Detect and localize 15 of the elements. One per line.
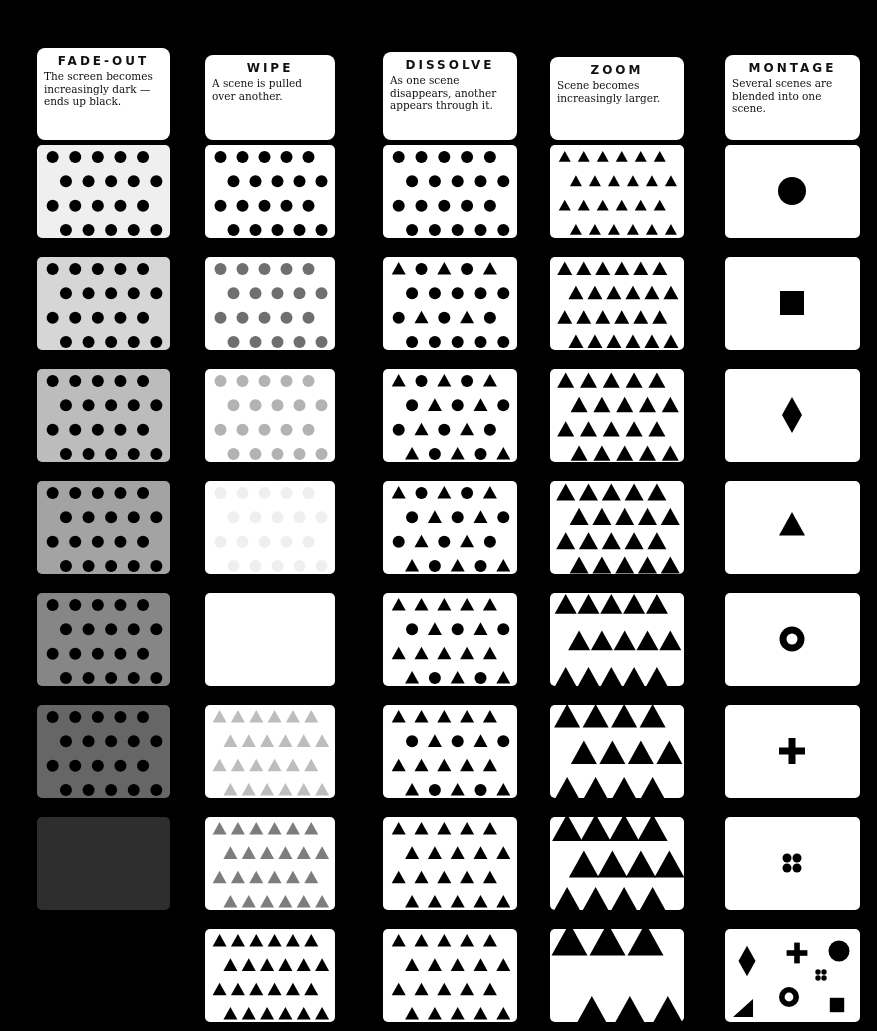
caption-card <box>205 55 335 140</box>
card-heading: ZOOM <box>589 63 645 77</box>
card-heading: MONTAGE <box>747 61 838 75</box>
card-description: Several scenes are blended into one scene. <box>732 77 834 115</box>
card-description: As one scene disappears, another appears through it. <box>390 74 498 112</box>
card-heading: DISSOLVE <box>404 58 496 72</box>
caption-card <box>37 48 170 140</box>
card-heading: WIPE <box>245 61 295 75</box>
caption-card <box>725 55 860 140</box>
caption-card <box>550 57 684 140</box>
card-description: A scene is pulled over another. <box>212 77 303 103</box>
card-description: The screen becomes increasingly dark — ends up black. <box>44 70 154 108</box>
card-heading: FADE-OUT <box>56 54 151 68</box>
caption-card <box>383 52 517 140</box>
card-description: Scene becomes increasingly larger. <box>557 79 662 105</box>
